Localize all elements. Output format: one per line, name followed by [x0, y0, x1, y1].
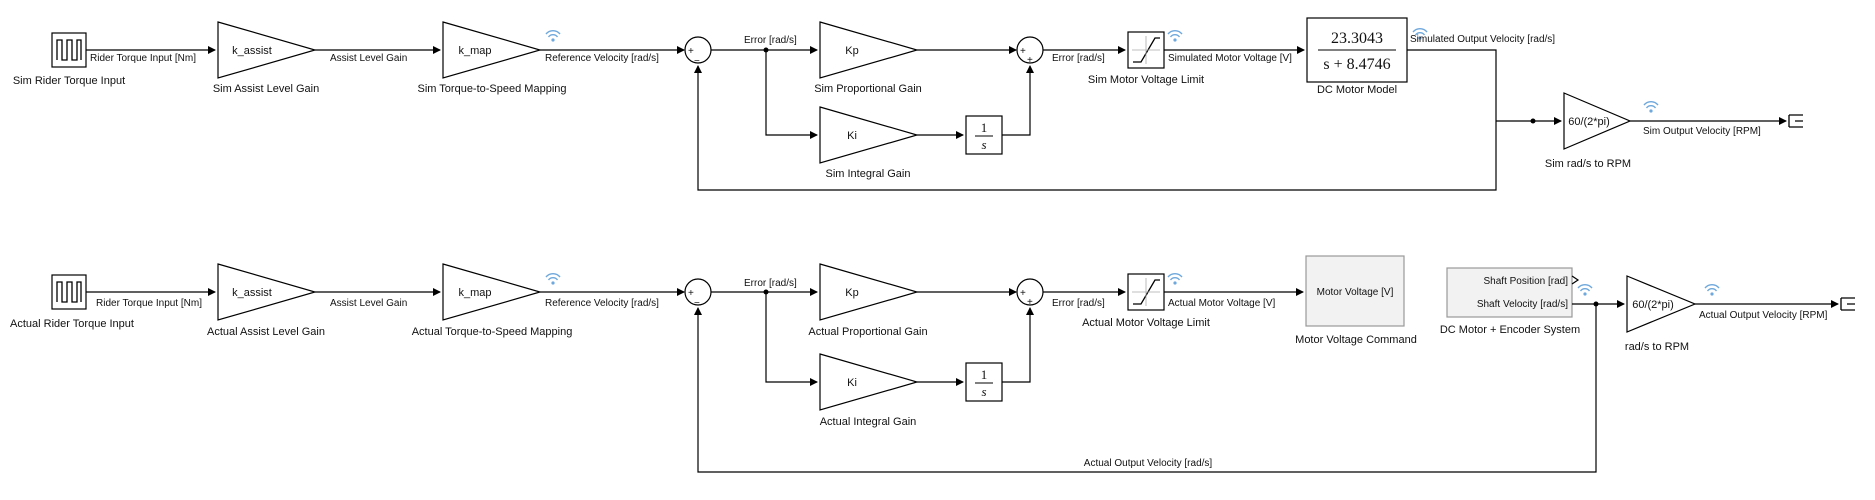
sim-row: Sim Rider Torque Input Rider Torque Inpu… [13, 17, 1803, 191]
actual-sum2-plus2: + [1027, 297, 1033, 308]
actual-sum1-plus: + [688, 288, 694, 299]
actual-sum2-plus1: + [1020, 288, 1026, 299]
signal-log-icon [1167, 272, 1183, 286]
actual-signal-voltage: Actual Motor Voltage [V] [1168, 298, 1276, 309]
sim-rpm-gain-label: Sim rad/s to RPM [1545, 158, 1631, 170]
actual-assist-gain-block[interactable] [217, 263, 318, 321]
signal-log-icon [545, 29, 561, 43]
sim-wire-feedback[interactable] [694, 49, 1497, 191]
sim-ki-label: Sim Integral Gain [826, 168, 911, 180]
sim-assist-gain-label: Sim Assist Level Gain [213, 83, 319, 95]
actual-rpm-gain-label: rad/s to RPM [1625, 341, 1689, 353]
sim-signal-error2: Error [rad/s] [1052, 53, 1105, 64]
sim-signal-error: Error [rad/s] [744, 35, 797, 46]
sim-map-gain-value: k_map [458, 45, 491, 57]
actual-voltage-limit-block[interactable] [1127, 273, 1165, 311]
sim-sum1-minus: − [694, 56, 700, 67]
sim-ki-value: Ki [847, 130, 857, 142]
actual-wire-integrator[interactable] [1002, 307, 1034, 383]
terminator-icon[interactable] [1840, 297, 1855, 311]
sim-wire-integrator[interactable] [1002, 65, 1034, 136]
actual-integrator-num: 1 [981, 367, 988, 382]
sim-rpm-gain-block[interactable] [1563, 92, 1632, 150]
actual-motor-voltage-command-block[interactable] [1305, 255, 1405, 327]
signal-log-icon [545, 272, 561, 286]
sim-source-label: Sim Rider Torque Input [13, 75, 125, 87]
sim-voltage-limit-label: Sim Motor Voltage Limit [1088, 74, 1204, 86]
sim-signal-rpm: Sim Output Velocity [RPM] [1643, 126, 1761, 137]
signal-log-icon [1704, 283, 1720, 297]
signal-log-icon [1577, 283, 1593, 297]
sim-sum2-plus1: + [1020, 46, 1026, 57]
sim-sum1-plus: + [688, 46, 694, 57]
actual-map-gain-label: Actual Torque-to-Speed Mapping [412, 326, 573, 338]
actual-ki-label: Actual Integral Gain [820, 416, 917, 428]
actual-wire-feedback[interactable] [694, 303, 1597, 473]
actual-ki-block[interactable] [819, 353, 920, 411]
sim-kp-value: Kp [845, 45, 858, 57]
sim-signal-assist: Assist Level Gain [330, 53, 407, 64]
sim-integrator-den: s [981, 137, 986, 152]
actual-wire-error-branch[interactable] [765, 292, 818, 386]
actual-sum1-minus: − [694, 298, 700, 309]
actual-cmd-label: Motor Voltage Command [1295, 334, 1417, 346]
sim-tf-denominator: s + 8.4746 [1323, 56, 1390, 73]
actual-kp-value: Kp [845, 287, 858, 299]
actual-map-gain-block[interactable] [442, 263, 543, 321]
sim-map-gain-label: Sim Torque-to-Speed Mapping [418, 83, 567, 95]
sim-voltage-limit-block[interactable] [1127, 31, 1165, 69]
terminator-icon[interactable] [1788, 114, 1803, 128]
sim-signal-out: Simulated Output Velocity [rad/s] [1410, 34, 1555, 45]
actual-integrator-den: s [981, 384, 986, 399]
pulse-generator-icon [56, 39, 82, 61]
actual-enc-port1: Shaft Position [rad] [1484, 276, 1569, 287]
actual-rpm-gain-block[interactable] [1626, 275, 1697, 333]
actual-source-label: Actual Rider Torque Input [10, 318, 134, 330]
sim-kp-label: Sim Proportional Gain [814, 83, 922, 95]
sim-map-gain-block[interactable] [442, 21, 543, 79]
actual-rider-torque-source[interactable] [51, 274, 87, 310]
actual-map-gain-value: k_map [458, 287, 491, 299]
sim-ki-block[interactable] [819, 106, 920, 164]
sim-kp-block[interactable] [819, 21, 920, 79]
signal-log-icon [1643, 100, 1659, 114]
sim-signal-torque: Rider Torque Input [Nm] [90, 53, 196, 64]
sim-integrator-block[interactable] [965, 115, 1003, 155]
actual-enc-port2: Shaft Velocity [rad/s] [1477, 299, 1568, 310]
sim-assist-gain-block[interactable] [217, 21, 318, 79]
sim-integrator-num: 1 [981, 120, 988, 135]
actual-signal-error2: Error [rad/s] [1052, 298, 1105, 309]
actual-enc-label: DC Motor + Encoder System [1440, 324, 1580, 336]
actual-signal-assist: Assist Level Gain [330, 298, 407, 309]
actual-signal-torque: Rider Torque Input [Nm] [96, 298, 202, 309]
actual-signal-error: Error [rad/s] [744, 278, 797, 289]
actual-cmd-port: Motor Voltage [V] [1317, 287, 1394, 298]
actual-integrator-block[interactable] [965, 362, 1003, 402]
sim-dc-motor-model-label: DC Motor Model [1317, 84, 1397, 96]
sim-rider-torque-source[interactable] [51, 32, 87, 68]
actual-signal-ref: Reference Velocity [rad/s] [545, 298, 659, 309]
actual-kp-block[interactable] [819, 263, 920, 321]
actual-assist-gain-label: Actual Assist Level Gain [207, 326, 325, 338]
actual-signal-feedback: Actual Output Velocity [rad/s] [1084, 458, 1213, 469]
actual-rpm-gain-value: 60/(2*pi) [1632, 299, 1674, 311]
sim-rpm-gain-value: 60/(2*pi) [1568, 116, 1610, 128]
actual-row: Actual Rider Torque Input Rider Torque I… [10, 255, 1855, 473]
signal-log-icon [1167, 29, 1183, 43]
sim-sum2-plus2: + [1027, 55, 1033, 66]
sim-assist-gain-value: k_assist [232, 45, 272, 57]
pulse-generator-icon [56, 281, 82, 303]
actual-kp-label: Actual Proportional Gain [808, 326, 927, 338]
actual-voltage-limit-label: Actual Motor Voltage Limit [1082, 317, 1210, 329]
actual-ki-value: Ki [847, 377, 857, 389]
sim-wire-error-branch[interactable] [765, 50, 818, 139]
sim-tf-numerator: 23.3043 [1331, 30, 1383, 47]
sim-signal-voltage: Simulated Motor Voltage [V] [1168, 53, 1292, 64]
actual-encoder-system-block[interactable] [1446, 267, 1573, 318]
actual-assist-gain-value: k_assist [232, 287, 272, 299]
sim-signal-ref: Reference Velocity [rad/s] [545, 53, 659, 64]
actual-signal-rpm: Actual Output Velocity [RPM] [1699, 310, 1828, 321]
